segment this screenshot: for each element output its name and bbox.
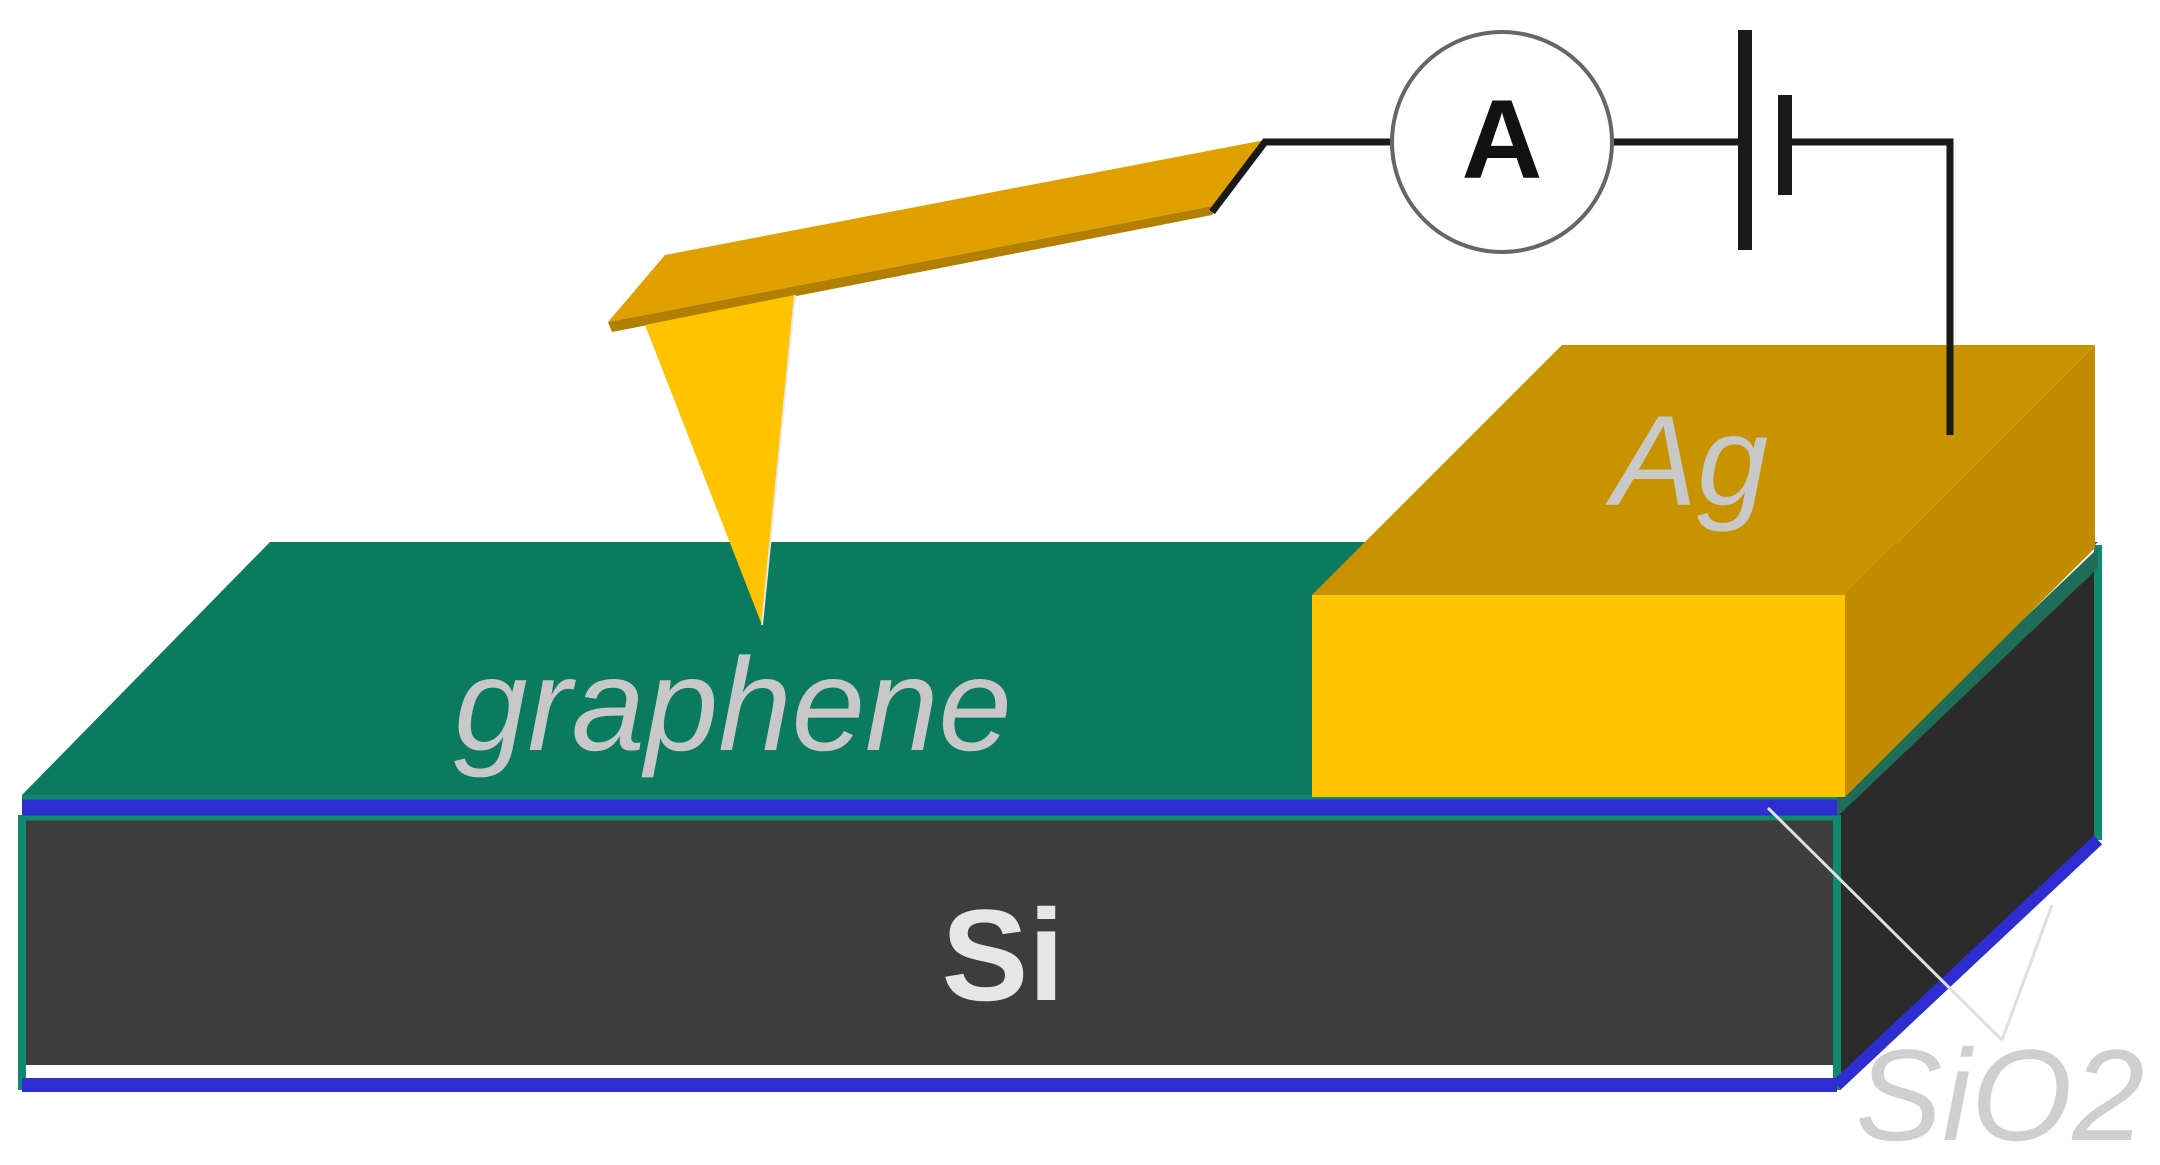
tip-highlight bbox=[761, 294, 796, 626]
afm-tip bbox=[645, 295, 795, 625]
oxide-callout-lines bbox=[1766, 806, 2054, 1042]
silver-top-face bbox=[1312, 345, 2095, 595]
cantilever-front bbox=[608, 205, 1218, 332]
silver-label: Ag bbox=[1605, 390, 1769, 533]
afm-probe bbox=[608, 140, 1265, 626]
oxide-layer bbox=[22, 548, 2098, 821]
oxide-side-bottom-edge bbox=[1832, 835, 2103, 1090]
wire-battery-to-silver bbox=[1785, 138, 1954, 435]
graphene-label: graphene bbox=[454, 631, 1012, 778]
ammeter-circle-icon bbox=[1390, 30, 1614, 254]
silicon-side-face bbox=[1837, 565, 2098, 1090]
oxide-callout-line-2 bbox=[2000, 904, 2054, 1041]
oxide-side-strip bbox=[1837, 548, 2098, 817]
wire-tip-to-ammeter bbox=[1209, 138, 1392, 215]
circuit: A bbox=[1209, 30, 1954, 435]
oxide-callout-line-1 bbox=[1766, 806, 2004, 1042]
silver-side-face bbox=[1845, 345, 2095, 797]
ammeter-label: A bbox=[1462, 77, 1543, 202]
silver-electrode bbox=[1312, 345, 2095, 797]
silver-front-face bbox=[1312, 595, 1845, 797]
silicon-front-face bbox=[22, 815, 1837, 1065]
oxide-label: SiO2 bbox=[1855, 1022, 2144, 1165]
silicon-substrate bbox=[18, 545, 2103, 1092]
cantilever-top bbox=[608, 140, 1265, 322]
silicon-label: Si bbox=[942, 882, 1065, 1028]
oxide-front-strip bbox=[22, 797, 1837, 817]
